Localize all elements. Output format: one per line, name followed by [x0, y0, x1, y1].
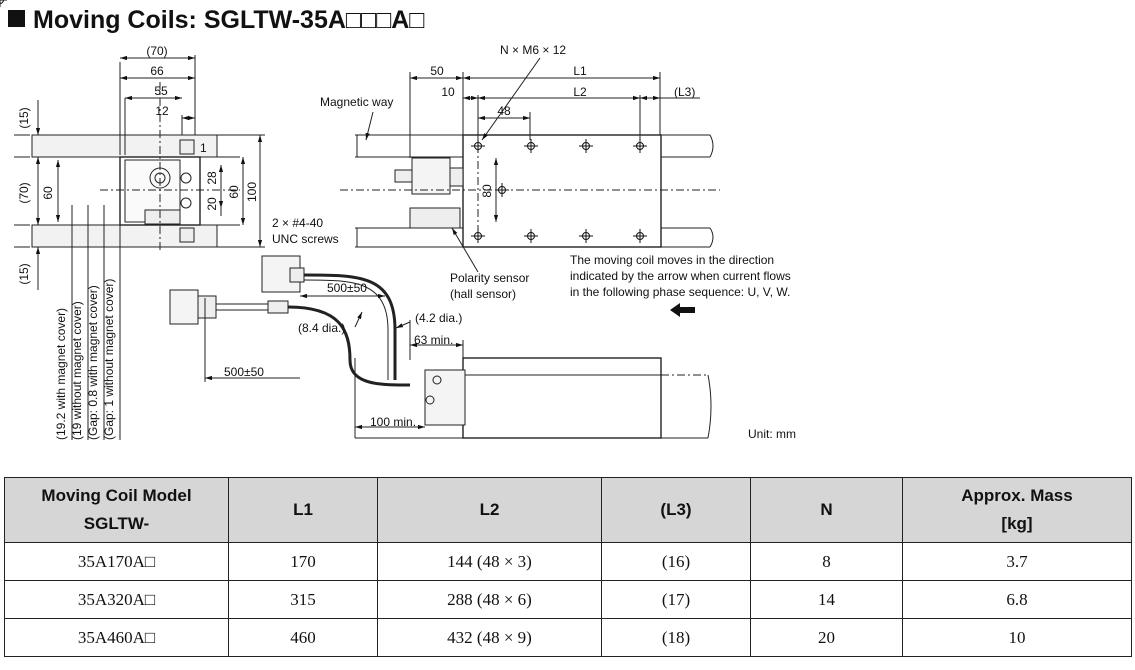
- cable-view: [169, 255, 712, 439]
- dim-L2: L2: [573, 85, 587, 99]
- dim-L3: (L3): [674, 85, 695, 99]
- dim-8-4-dia: (8.4 dia.): [298, 321, 345, 335]
- dim-500-upper: 500±50: [327, 281, 367, 295]
- cell-l2: 288 (48 × 6): [377, 580, 602, 619]
- dim-70-top: (70): [146, 44, 167, 58]
- page-title: Moving Coils: SGLTW-35A□□□A□: [8, 6, 424, 35]
- dim-10: 10: [441, 85, 455, 99]
- cable-view-labels: 500±50 (8.4 dia.) (4.2 dia.) 63 min. 500…: [224, 281, 796, 441]
- page-title-text: Moving Coils: SGLTW-35A□□□A□: [33, 6, 425, 34]
- cell-mass: 3.7: [902, 542, 1132, 581]
- cable-view-dimension-lines: [205, 293, 463, 430]
- dim-4-2-dia: (4.2 dia.): [415, 311, 462, 325]
- direction-note-1: The moving coil moves in the direction: [570, 253, 774, 267]
- cell-n: 14: [750, 580, 903, 619]
- magnetic-way-label: Magnetic way: [320, 95, 393, 109]
- side-view: [14, 55, 265, 250]
- screw-note-2: UNC screws: [272, 232, 339, 246]
- dimension-drawing: (70) 66 55 12 1 (15) (70) 60 28 20 60 10…: [0, 0, 796, 441]
- direction-note-2: indicated by the arrow when current flow…: [570, 269, 791, 283]
- header-l2: L2: [377, 477, 602, 543]
- screw-note-1: 2 × #4-40: [272, 216, 323, 230]
- side-view-labels: (70) 66 55 12 1 (15) (70) 60 28 20 60 10…: [17, 44, 339, 440]
- dim-20: 20: [205, 197, 219, 211]
- dim-50: 50: [430, 64, 444, 78]
- cell-model: 35A320A□: [4, 580, 229, 619]
- dim-66: 66: [150, 64, 164, 78]
- dim-60-left: 60: [41, 186, 55, 200]
- polarity-sensor-label: Polarity sensor: [450, 271, 529, 285]
- table-row: 35A170A□ 170 144 (48 × 3) (16) 8 3.7: [4, 542, 1132, 581]
- n-m6-label: N × M6 × 12: [500, 43, 566, 57]
- hall-sensor-label: (hall sensor): [450, 287, 516, 301]
- header-mass: Approx. Mass[kg]: [902, 477, 1132, 543]
- cell-l3: (18): [601, 618, 751, 657]
- dim-48: 48: [497, 104, 511, 118]
- dim-70-left: (70): [17, 182, 31, 203]
- dim-500-lower: 500±50: [224, 365, 264, 379]
- cell-n: 20: [750, 618, 903, 657]
- dim-1: 1: [200, 141, 207, 155]
- cell-model: 35A170A□: [4, 542, 229, 581]
- gap-note-1: (19.2 with magnet cover): [54, 308, 68, 440]
- cell-mass: 10: [902, 618, 1132, 657]
- dim-100-min: 100 min.: [370, 415, 416, 429]
- direction-note-3: in the following phase sequence: U, V, W…: [570, 285, 790, 299]
- cell-model: 35A460A□: [4, 618, 229, 657]
- direction-arrow-icon: [670, 303, 695, 317]
- cell-l2: 432 (48 × 9): [377, 618, 602, 657]
- gap-note-2: (19 without magnet cover): [70, 301, 84, 440]
- cell-l2: 144 (48 × 3): [377, 542, 602, 581]
- gap-note-4: (Gap: 1 without magnet cover): [102, 279, 116, 440]
- cell-l1: 460: [228, 618, 378, 657]
- dim-55: 55: [154, 84, 168, 98]
- dim-60-right: 60: [227, 185, 241, 199]
- table-row: 35A320A□ 315 288 (48 × 6) (17) 14 6.8: [4, 580, 1132, 619]
- cell-l1: 170: [228, 542, 378, 581]
- header-l3: (L3): [601, 477, 751, 543]
- header-l1: L1: [228, 477, 378, 543]
- top-view-dimension-lines: [365, 57, 700, 273]
- square-bullet-icon: [8, 10, 25, 27]
- dim-15-top: (15): [17, 107, 31, 128]
- dim-12: 12: [155, 104, 169, 118]
- table-row: 35A460A□ 460 432 (48 × 9) (18) 20 10: [4, 618, 1132, 657]
- side-view-dimension-lines: [35, 55, 263, 440]
- cell-l1: 315: [228, 580, 378, 619]
- dim-L1: L1: [573, 64, 587, 78]
- cell-l3: (16): [601, 542, 751, 581]
- cell-n: 8: [750, 542, 903, 581]
- top-view-labels: Magnetic way N × M6 × 12 50 L1 10 L2 (L3…: [320, 43, 791, 301]
- unit-label: Unit: mm: [748, 427, 796, 441]
- cell-l3: (17): [601, 580, 751, 619]
- gap-note-3: (Gap: 0.8 with magnet cover): [86, 285, 100, 440]
- dim-80: 80: [480, 184, 494, 198]
- dim-100: 100: [245, 182, 259, 202]
- dim-15-bottom: (15): [17, 263, 31, 284]
- dim-28: 28: [205, 171, 219, 185]
- header-n: N: [750, 477, 903, 543]
- dim-63-min: 63 min.: [414, 333, 453, 347]
- cell-mass: 6.8: [902, 580, 1132, 619]
